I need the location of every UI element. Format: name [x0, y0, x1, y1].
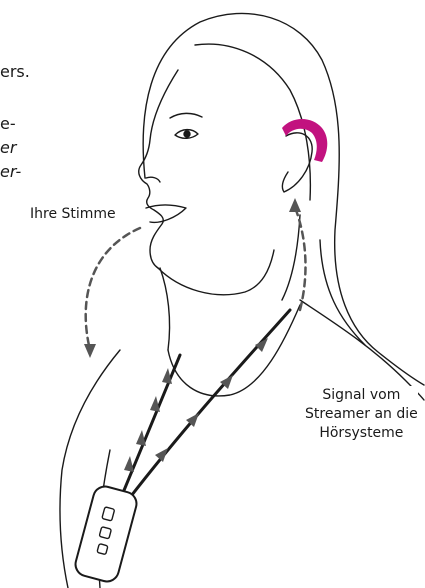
eyebrow [170, 113, 202, 118]
text-fragment: er [0, 138, 16, 158]
voice-label: Ihre Stimme [30, 205, 116, 224]
neck-back [282, 215, 300, 300]
eye-pupil [184, 131, 190, 137]
neck-front [160, 268, 170, 350]
text-fragment: er- [0, 162, 21, 182]
shoulder [300, 300, 424, 400]
arrow-head [289, 198, 301, 212]
text-fragment: e- [0, 114, 16, 134]
signal-label-line: Hörsysteme [305, 424, 418, 443]
streamer-to-ear-arrow [296, 210, 306, 310]
arrow-head [155, 448, 168, 462]
lanyard-left [120, 355, 180, 500]
neckline [168, 305, 300, 396]
signal-label-line: Signal vom [305, 386, 418, 405]
nostril [146, 177, 160, 182]
streamer-device [73, 484, 139, 584]
hearing-aid [282, 119, 327, 162]
voice-to-streamer-arrow [86, 228, 140, 350]
signal-label-line: Streamer an die [305, 405, 418, 424]
arrow-head [124, 456, 134, 472]
signal-label: Signal vom Streamer an die Hörsysteme [305, 386, 418, 443]
arrow-head [84, 344, 96, 358]
text-fragment: ers. [0, 62, 30, 82]
mouth [146, 205, 186, 222]
jaw [158, 250, 274, 295]
hair-outline [143, 13, 424, 385]
